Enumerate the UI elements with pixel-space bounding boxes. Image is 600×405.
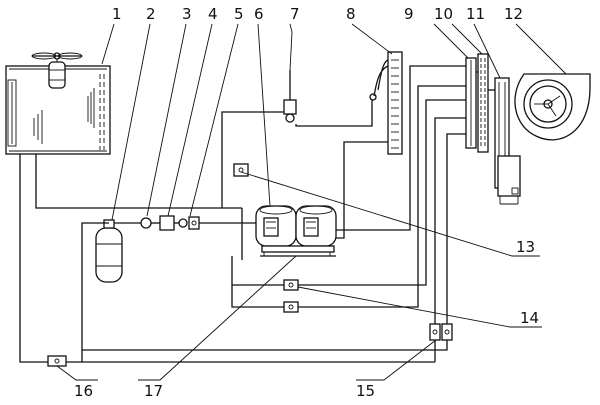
label-9: 9 bbox=[404, 5, 414, 23]
label-5: 5 bbox=[234, 5, 244, 23]
check-valve-14a bbox=[283, 279, 299, 291]
label-8: 8 bbox=[346, 5, 356, 23]
label-14: 14 bbox=[520, 309, 539, 327]
filter-drier bbox=[140, 217, 152, 229]
condenser-fan-icon bbox=[31, 52, 83, 89]
label-16: 16 bbox=[74, 382, 93, 400]
label-3: 3 bbox=[182, 5, 192, 23]
label-15: 15 bbox=[356, 382, 375, 400]
solenoid-valve-7 bbox=[283, 92, 297, 123]
label-1: 1 bbox=[112, 5, 122, 23]
label-2: 2 bbox=[146, 5, 156, 23]
coil-10 bbox=[477, 53, 489, 153]
blower-fan-icon bbox=[514, 73, 591, 141]
valve-16 bbox=[47, 355, 67, 367]
label-12: 12 bbox=[504, 5, 523, 23]
check-valve-14b bbox=[283, 301, 299, 313]
heater-11 bbox=[494, 77, 521, 205]
coil-9 bbox=[465, 57, 477, 149]
sight-glass bbox=[159, 215, 175, 231]
label-6: 6 bbox=[254, 5, 264, 23]
sensor-15a bbox=[429, 323, 441, 341]
number-labels: 1 2 3 4 5 6 7 8 9 10 11 12 13 14 15 16 1… bbox=[74, 5, 539, 400]
evaporator-coil bbox=[369, 51, 403, 155]
label-7: 7 bbox=[290, 5, 300, 23]
sensor-15b bbox=[441, 323, 453, 341]
receiver-tank bbox=[95, 219, 123, 283]
expansion-valve bbox=[178, 216, 200, 230]
label-4: 4 bbox=[208, 5, 218, 23]
compressor-right bbox=[295, 205, 337, 247]
label-13: 13 bbox=[516, 238, 535, 256]
pressure-switch-13 bbox=[233, 163, 249, 177]
compressor-base bbox=[260, 245, 336, 257]
compressor-left bbox=[255, 205, 297, 247]
label-17: 17 bbox=[144, 382, 163, 400]
label-11: 11 bbox=[466, 5, 485, 23]
evaporator-fins bbox=[391, 59, 399, 149]
label-10: 10 bbox=[434, 5, 453, 23]
leader-lines bbox=[56, 23, 567, 381]
piping bbox=[19, 65, 495, 363]
